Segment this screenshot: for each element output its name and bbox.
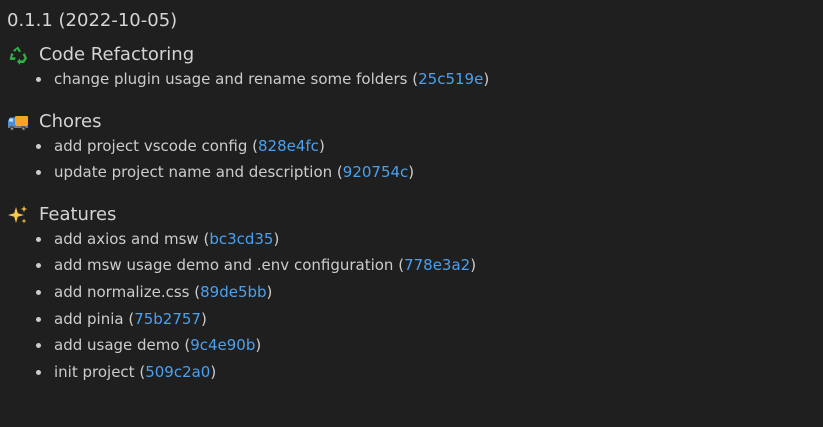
commit-message: change plugin usage and rename some fold… xyxy=(54,70,408,88)
release-version-heading: 0.1.1 (2022-10-05) xyxy=(7,10,178,31)
section-title: Code Refactoring xyxy=(39,44,195,65)
commit-link[interactable]: 828e4fc xyxy=(258,136,319,155)
commit-link[interactable]: 75b2757 xyxy=(134,309,201,328)
sparkles-icon xyxy=(7,204,29,226)
commit-link[interactable]: 25c519e xyxy=(418,70,484,88)
section-title: Features xyxy=(39,203,117,225)
commit-message: add msw usage demo and .env configuratio… xyxy=(54,256,394,275)
truck-icon xyxy=(7,111,29,133)
section-list-chores: add project vscode config (828e4fc) upda… xyxy=(7,133,823,186)
list-item: init project (509c2a0) xyxy=(36,359,823,386)
section-heading-chores: Chores xyxy=(7,111,823,133)
commit-message: init project xyxy=(54,362,135,381)
commit-message: add project vscode config xyxy=(54,136,248,155)
list-item: update project name and description (920… xyxy=(36,159,823,186)
commit-link[interactable]: 9c4e90b xyxy=(190,336,256,355)
commit-link[interactable]: 778e3a2 xyxy=(404,256,471,275)
commit-message: update project name and description xyxy=(54,163,333,182)
list-item: add axios and msw (bc3cd35) xyxy=(36,226,823,253)
list-item: change plugin usage and rename some fold… xyxy=(36,66,823,93)
section-list-features: add axios and msw (bc3cd35) add msw usag… xyxy=(7,226,823,386)
list-item: add msw usage demo and .env configuratio… xyxy=(36,252,823,279)
list-item: add normalize.css (89de5bb) xyxy=(36,279,823,306)
list-item: add pinia (75b2757) xyxy=(36,306,823,333)
section-heading-code-refactoring: Code Refactoring xyxy=(7,44,823,66)
commit-link[interactable]: 509c2a0 xyxy=(145,362,211,381)
section-heading-features: Features xyxy=(7,204,823,226)
section-list-code-refactoring: change plugin usage and rename some fold… xyxy=(7,66,823,93)
commit-message: add normalize.css xyxy=(54,282,190,301)
commit-link[interactable]: 89de5bb xyxy=(200,282,267,301)
commit-message: add usage demo xyxy=(54,336,180,355)
commit-message: add axios and msw xyxy=(54,229,199,248)
commit-message: add pinia xyxy=(54,309,124,328)
commit-link[interactable]: 920754c xyxy=(342,163,409,182)
list-item: add project vscode config (828e4fc) xyxy=(36,133,823,160)
list-item: add usage demo (9c4e90b) xyxy=(36,332,823,359)
recycle-icon xyxy=(7,44,29,66)
section-title: Chores xyxy=(39,110,102,132)
commit-link[interactable]: bc3cd35 xyxy=(209,229,274,248)
